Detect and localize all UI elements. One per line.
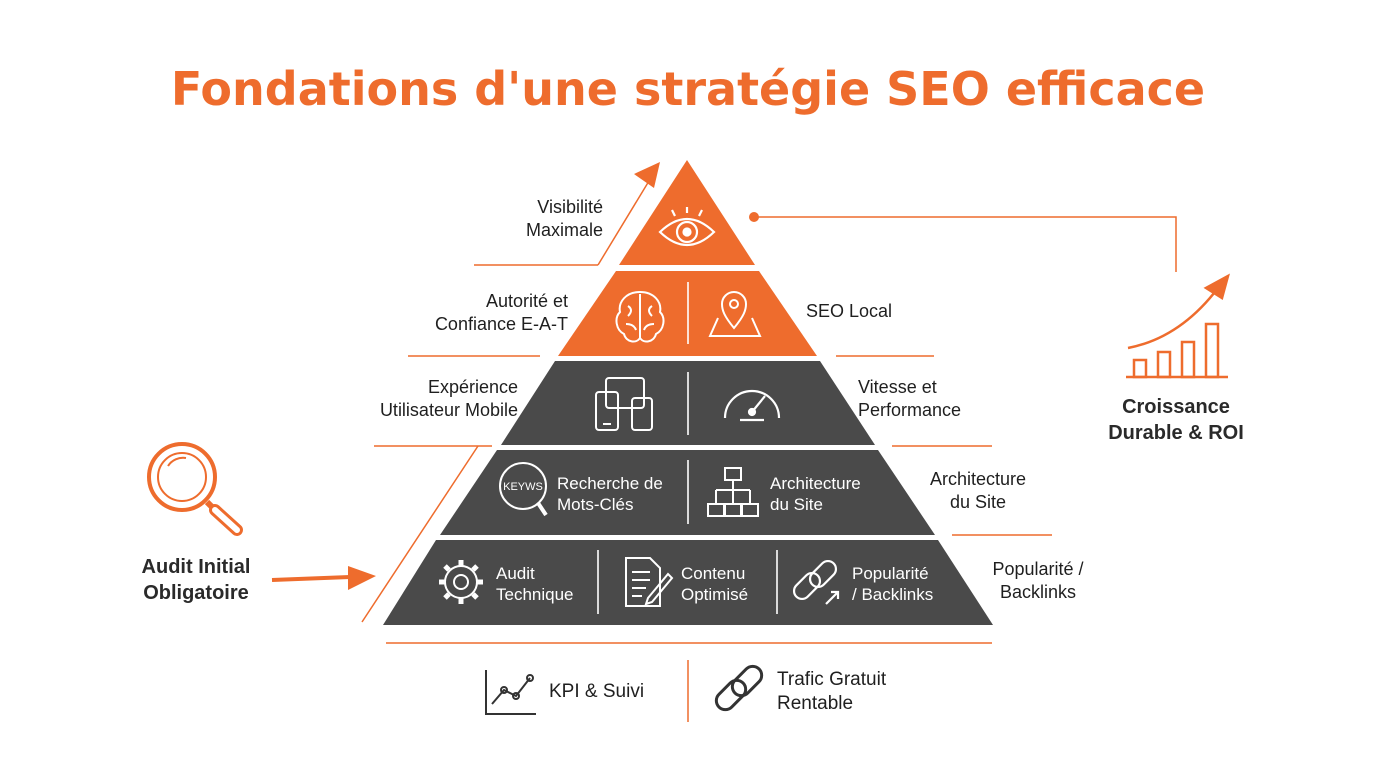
connector-dot	[749, 212, 759, 222]
initial-audit-label: Audit Initial Obligatoire	[141, 556, 251, 604]
document-pen-icon	[625, 557, 674, 607]
eye-icon	[658, 207, 716, 246]
keywords-icon-text: KEYWS	[503, 481, 543, 493]
keywords-magnifier-icon	[499, 462, 548, 517]
guide-line	[597, 175, 653, 266]
arrow-head	[634, 162, 660, 188]
backlinks-label: Popularité / Backlinks	[852, 564, 934, 604]
free-traffic-label: Trafic Gratuit Rentable	[777, 669, 887, 714]
pyramid-level-5	[383, 540, 993, 625]
speed-label: Vitesse et Performance	[858, 377, 962, 420]
technical-audit-label: Audit Technique	[496, 564, 574, 604]
line-chart-icon	[485, 670, 536, 715]
optimized-content-label: Contenu Optimisé	[681, 564, 749, 604]
map-pin-icon	[708, 291, 762, 337]
devices-icon	[595, 377, 653, 431]
authority-label: Autorité et Confiance E-A-T	[434, 291, 568, 334]
seo-local-label: SEO Local	[806, 301, 893, 321]
brain-icon	[615, 290, 665, 343]
guide-line	[361, 445, 479, 623]
left-arrow	[271, 575, 351, 582]
page-title: Fondations d'une stratégie SEO efficace	[170, 62, 1206, 116]
kpi-label: KPI & Suivi	[549, 681, 645, 702]
popularity-side-label: Popularité / Backlinks	[992, 559, 1084, 602]
left-arrow-head	[348, 566, 376, 590]
growth-roi-label: Croissance Durable & ROI	[1108, 396, 1244, 444]
site-architecture-label: Architecture du Site	[770, 474, 861, 514]
keyword-research-label: Recherche de Mots-Clés	[557, 474, 663, 514]
link-icon	[714, 664, 764, 712]
sitemap-icon	[707, 467, 759, 517]
growth-chart-icon	[1126, 273, 1230, 379]
gear-icon	[439, 560, 483, 604]
visibility-label: Visibilité Maximale	[525, 197, 603, 240]
mobile-ux-label: Expérience Utilisateur Mobile	[379, 377, 518, 420]
chain-link-icon	[792, 559, 840, 605]
speedometer-icon	[723, 389, 781, 422]
architecture-side-label: Architecture du Site	[929, 469, 1027, 512]
magnifier-icon	[147, 442, 243, 536]
connector-line	[754, 216, 1177, 272]
